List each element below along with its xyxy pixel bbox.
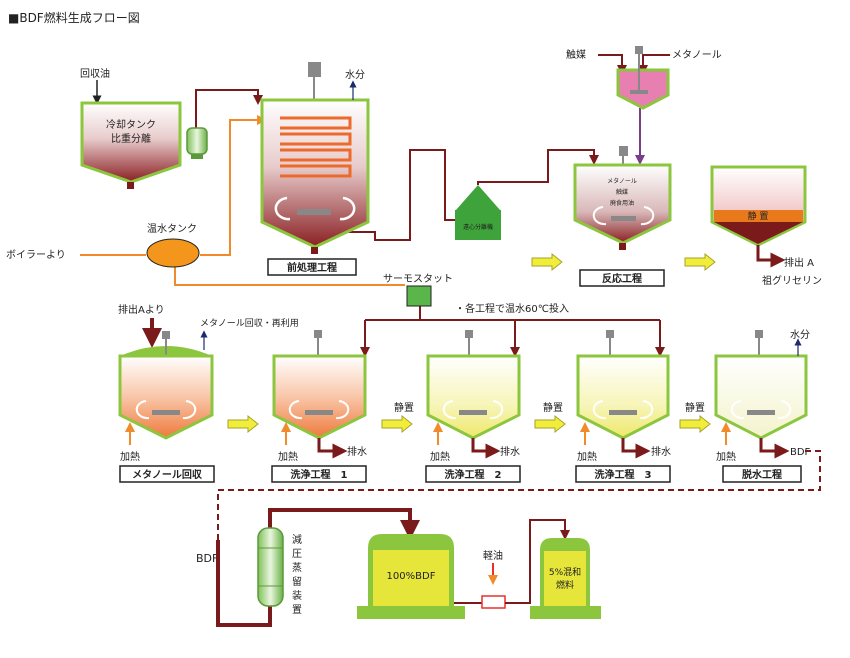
methanol-label: メタノール bbox=[672, 49, 722, 61]
step-washing2-box bbox=[425, 465, 521, 483]
discharge-a-label: 排出 A bbox=[784, 256, 814, 269]
settle-label-3: 静置 bbox=[685, 401, 705, 414]
heating-label-1: 加熱 bbox=[120, 450, 140, 463]
reaction-mix-methanol: メタノール bbox=[607, 177, 637, 185]
cooling-tank-label: 冷却タンク bbox=[106, 118, 156, 131]
centrifuge: 遠心分離機 bbox=[455, 185, 501, 240]
hot-water-tank-label: 温水タンク bbox=[147, 223, 197, 235]
svg-text:装: 装 bbox=[292, 589, 302, 602]
step-pretreatment-label: 前処理工程 bbox=[287, 261, 337, 274]
svg-text:蒸: 蒸 bbox=[292, 562, 302, 574]
thermostat bbox=[406, 285, 432, 307]
cooling-tank: 冷却タンク 比重分離 bbox=[80, 101, 182, 189]
svg-text:留: 留 bbox=[292, 575, 302, 588]
centrifuge-label: 遠心分離機 bbox=[463, 223, 493, 231]
drain-label-3: 排水 bbox=[651, 445, 671, 458]
catalyst-mixing-vessel bbox=[616, 68, 670, 110]
methanol-reuse-label: メタノール回収・再利用 bbox=[200, 317, 299, 329]
step-dehydration-label: 脱水工程 bbox=[742, 468, 782, 481]
heating-label-5: 加熱 bbox=[716, 450, 736, 463]
washing-tank-3 bbox=[576, 330, 670, 440]
catalyst-label: 触媒 bbox=[566, 48, 586, 61]
drain-label-1: 排水 bbox=[347, 445, 367, 458]
reaction-mix-catalyst: 触媒 bbox=[616, 188, 628, 196]
diagram-title: ■BDF燃料生成フロー図 bbox=[8, 10, 140, 25]
step-washing3-box bbox=[575, 465, 671, 483]
pretreatment-tank bbox=[260, 62, 370, 254]
gravity-separation-label: 比重分離 bbox=[111, 132, 151, 145]
bdf-side-label: BDF bbox=[196, 552, 218, 565]
step-reaction-box bbox=[579, 269, 665, 287]
process-arrows-row1 bbox=[531, 252, 716, 272]
step-dehydration-box bbox=[722, 465, 802, 483]
svg-text:圧: 圧 bbox=[292, 549, 302, 560]
methanol-recovery-tank bbox=[118, 331, 214, 440]
filter-cylinder bbox=[186, 127, 208, 159]
oil-pipes bbox=[130, 54, 670, 357]
bdf-tank-label: 100%BDF bbox=[387, 571, 436, 582]
recovered-oil-label: 回収油 bbox=[80, 67, 110, 80]
drain-label-2: 排水 bbox=[500, 445, 520, 458]
step-pretreatment-box bbox=[267, 258, 357, 276]
heating-label-3: 加熱 bbox=[430, 450, 450, 463]
dehydration-tank bbox=[714, 330, 808, 440]
washing-tank-2 bbox=[426, 330, 521, 440]
step-methanol-recovery-label: メタノール回収 bbox=[132, 469, 203, 481]
settling-label: 静 置 bbox=[748, 210, 769, 222]
blend-fuel-tank: 5%混和 燃料 bbox=[530, 538, 601, 619]
reaction-tank: メタノール 触媒 廃食用油 bbox=[573, 146, 672, 250]
step-washing1-box bbox=[271, 465, 367, 483]
hot-water-note: ・各工程で温水60℃投入 bbox=[455, 302, 569, 315]
hot-water-tank bbox=[146, 238, 200, 268]
crude-glycerin-label: 祖グリセリン bbox=[762, 274, 822, 287]
step-washing3-label: 洗浄工程 3 bbox=[595, 468, 652, 481]
settle-label-1: 静置 bbox=[394, 401, 414, 414]
water-label-top: 水分 bbox=[345, 69, 365, 81]
step-reaction-label: 反応工程 bbox=[602, 272, 642, 285]
svg-text:減: 減 bbox=[292, 533, 302, 546]
process-arrows-row2 bbox=[227, 414, 711, 434]
thermostat-label: サーモスタット bbox=[383, 273, 453, 285]
heating-label-4: 加熱 bbox=[577, 450, 597, 463]
step-washing1-label: 洗浄工程 1 bbox=[291, 468, 348, 481]
heating-label-2: 加熱 bbox=[278, 450, 298, 463]
settle-label-2: 静置 bbox=[543, 401, 563, 414]
hot-water-lines bbox=[80, 115, 405, 286]
from-discharge-a-label: 排出Aより bbox=[118, 303, 165, 316]
water-label-bottom: 水分 bbox=[790, 329, 810, 341]
vacuum-distiller bbox=[257, 527, 284, 607]
light-oil-label: 軽油 bbox=[483, 549, 503, 562]
from-boiler-label: ボイラーより bbox=[6, 249, 66, 261]
bdf-storage-tank: 100%BDF bbox=[357, 534, 465, 619]
settling-tank: 静 置 bbox=[710, 165, 807, 247]
mixer bbox=[481, 595, 506, 609]
bdf-out-label: BDF bbox=[790, 447, 811, 458]
bdf-transfer-line bbox=[217, 450, 821, 540]
svg-text:置: 置 bbox=[292, 604, 302, 616]
distiller-label: 減 圧 蒸 留 装 置 bbox=[292, 533, 302, 616]
reaction-mix-waste-oil: 廃食用油 bbox=[610, 199, 634, 207]
step-methanol-recovery-box bbox=[119, 465, 215, 483]
blend-tank-label-2: 燃料 bbox=[556, 579, 574, 591]
step-washing2-label: 洗浄工程 2 bbox=[445, 468, 502, 481]
blend-tank-label-1: 5%混和 bbox=[549, 567, 581, 578]
washing-tank-1 bbox=[272, 330, 367, 440]
